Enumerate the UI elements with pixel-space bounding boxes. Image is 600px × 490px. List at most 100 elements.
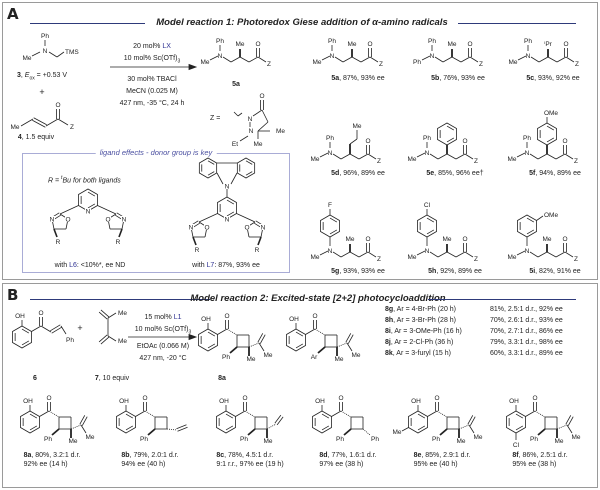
bond bbox=[317, 346, 326, 354]
atom-label: Me bbox=[351, 352, 360, 359]
atom-label: Me bbox=[68, 438, 77, 445]
product-5a-label: 5a bbox=[232, 81, 240, 88]
row-id: 8j bbox=[385, 339, 391, 346]
bond bbox=[564, 153, 574, 160]
bond bbox=[45, 118, 59, 127]
bond bbox=[349, 251, 360, 258]
bond bbox=[469, 416, 476, 426]
panel-a-label: A bbox=[7, 5, 19, 23]
bond bbox=[351, 56, 362, 63]
bond bbox=[87, 203, 96, 209]
table-row: 8k, Ar = 3-furyl (15 h) bbox=[385, 349, 451, 358]
atom-label: O bbox=[255, 41, 260, 48]
atom-label: Me bbox=[85, 434, 94, 441]
bond bbox=[349, 138, 358, 145]
atom-label: Ar bbox=[311, 354, 318, 361]
atom-label: Ph bbox=[41, 33, 49, 40]
title-rule-left bbox=[30, 299, 210, 300]
atom-label: Ph bbox=[423, 135, 431, 142]
atom-label: Ph bbox=[222, 354, 230, 361]
bond bbox=[516, 250, 526, 256]
bond bbox=[209, 55, 219, 61]
bond bbox=[248, 342, 260, 348]
bond bbox=[230, 172, 238, 185]
bond bbox=[222, 56, 232, 63]
bond bbox=[48, 410, 60, 418]
title-rule-left bbox=[30, 23, 145, 24]
bond bbox=[446, 153, 457, 160]
bond bbox=[546, 137, 555, 143]
bond bbox=[321, 413, 330, 419]
bond bbox=[546, 153, 557, 160]
bond bbox=[537, 153, 548, 160]
product-caption: 5d, 96%, 89% ee bbox=[331, 169, 385, 178]
ligand-box-title: ligand effects - donor group is key bbox=[95, 148, 217, 157]
bond bbox=[100, 336, 110, 345]
atom-label: O bbox=[365, 138, 370, 145]
bond bbox=[416, 250, 426, 256]
condition-lewis-acid: 10 mol% Sc(OTf)3 bbox=[135, 325, 191, 337]
table-row-result: 70%, 2.6:1 d.r., 93% ee bbox=[490, 317, 563, 324]
bond bbox=[295, 331, 304, 337]
atom-label: Me bbox=[334, 356, 343, 363]
bond bbox=[526, 229, 535, 235]
bond bbox=[79, 415, 86, 425]
reagent-id: 4 bbox=[17, 134, 22, 141]
bond bbox=[331, 410, 342, 417]
reagent-id: 7 bbox=[94, 375, 99, 382]
product-caption: 8a, 80%, 3.2:1 d.r.92% ee (14 h) bbox=[24, 451, 81, 469]
panel-b bbox=[2, 283, 598, 488]
product-result-ee: 94% ee (40 h) bbox=[121, 461, 166, 468]
bond bbox=[177, 426, 188, 432]
atom-label: OH bbox=[201, 316, 211, 323]
reagent-id: 3 bbox=[16, 72, 21, 79]
bond bbox=[237, 112, 243, 117]
bond bbox=[517, 55, 527, 61]
bond bbox=[100, 309, 110, 318]
bond bbox=[458, 424, 470, 430]
atom-label: R bbox=[255, 247, 260, 254]
atom-label: OH bbox=[411, 398, 421, 405]
atom-label: Et bbox=[232, 141, 238, 148]
atom-label: Me bbox=[473, 434, 482, 441]
bond bbox=[21, 340, 30, 346]
condition-light: 427 nm, -20 °C bbox=[139, 355, 187, 362]
bond bbox=[546, 125, 555, 131]
atom-label: Me bbox=[407, 254, 416, 261]
atom-label: O bbox=[105, 217, 110, 224]
bond bbox=[319, 152, 329, 158]
atom-label: OH bbox=[315, 398, 325, 405]
reagent-equiv: , 1.5 equiv bbox=[21, 134, 55, 141]
atom-label: O bbox=[367, 41, 372, 48]
bond bbox=[516, 152, 526, 158]
product-caption: 5c, 93%, 92% ee bbox=[526, 74, 579, 83]
bond bbox=[257, 56, 267, 63]
bond bbox=[207, 331, 216, 337]
product-result: , 87%, 93% ee bbox=[339, 75, 385, 82]
product-id: 5c bbox=[526, 75, 535, 82]
atom-label: Z bbox=[377, 256, 381, 263]
bond bbox=[257, 121, 269, 132]
bond bbox=[245, 160, 253, 165]
bond bbox=[321, 425, 330, 431]
atom-label: ⁱPr bbox=[544, 40, 552, 48]
atom-label: Ph bbox=[413, 59, 421, 66]
bond bbox=[257, 236, 262, 246]
ring bbox=[198, 157, 218, 179]
label-mask bbox=[121, 216, 127, 222]
atom-label: Z bbox=[575, 61, 579, 68]
atom-label: Me bbox=[118, 338, 127, 345]
product-id: 5g bbox=[331, 268, 340, 275]
product-caption: 8f, 86%, 2.5:1 d.r.95% ee (38 h) bbox=[512, 451, 567, 469]
table-row-result: 60%, 3.3:1 d.r., 89% ee bbox=[490, 350, 563, 357]
bond bbox=[346, 342, 353, 352]
bond bbox=[59, 205, 79, 215]
product-caption: 5i, 82%, 91% ee bbox=[529, 267, 580, 276]
atom-label: Me bbox=[347, 41, 356, 48]
atom-label: O bbox=[563, 41, 568, 48]
atom-label: O bbox=[338, 395, 343, 402]
